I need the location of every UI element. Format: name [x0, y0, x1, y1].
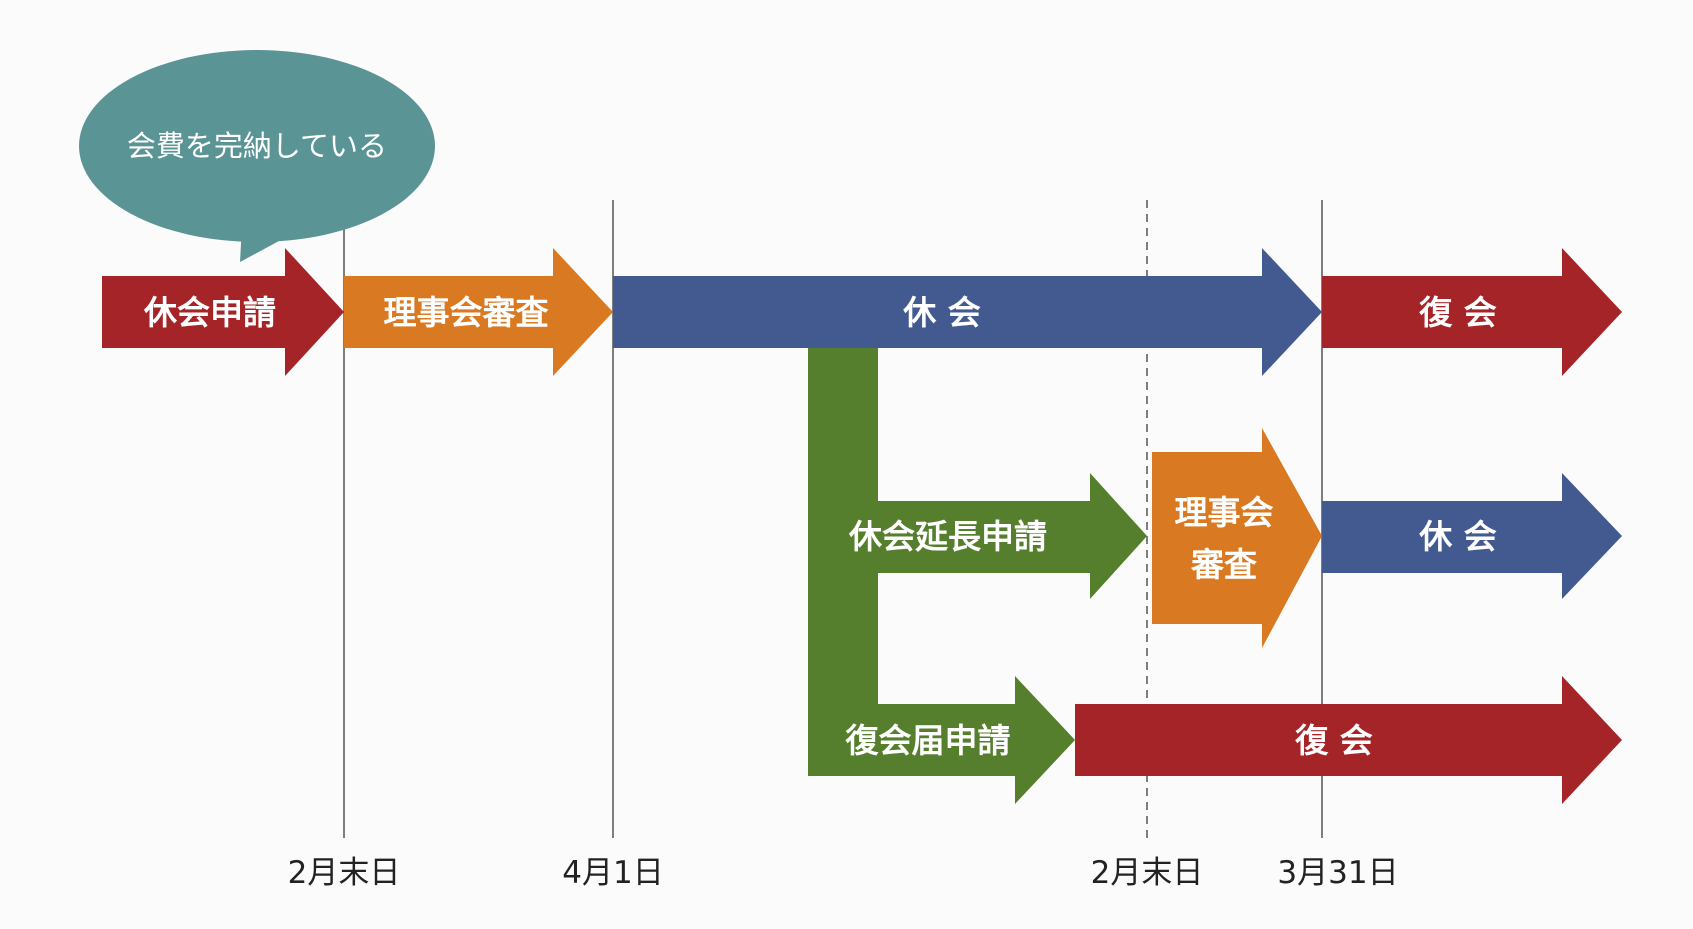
arrow-extend-request: 休会延長申請 [808, 473, 1147, 599]
arrow-return-2-label: 復 会 [1294, 721, 1373, 760]
payment-bubble-text: 会費を完納している [127, 129, 387, 163]
date-label-mar-31: 3月31日 [1277, 855, 1398, 891]
arrow-on-leave-2: 休 会 [1322, 473, 1622, 599]
arrow-return-1: 復 会 [1322, 248, 1622, 376]
arrow-board-review-1: 理事会審査 [344, 248, 613, 376]
arrow-return-2: 復 会 [1075, 676, 1622, 804]
date-label-feb-end: 2月末日 [288, 855, 401, 891]
date-label-apr-1: 4月1日 [562, 855, 663, 891]
arrow-board-review-2: 理事会 審査 [1152, 428, 1322, 648]
arrow-extend-request-label: 休会延長申請 [848, 517, 1047, 556]
arrow-board-review-2-label-line1: 理事会 [1175, 493, 1274, 532]
date-label-feb-end-2: 2月末日 [1091, 855, 1204, 891]
arrow-apply-leave: 休会申請 [102, 248, 344, 376]
arrow-return-1-label: 復 会 [1418, 293, 1497, 332]
arrow-on-leave: 休 会 [613, 248, 1322, 376]
arrow-return-notice-label: 復会届申請 [845, 721, 1011, 760]
arrow-on-leave-label: 休 会 [902, 293, 981, 332]
arrow-return-notice: 復会届申請 [808, 676, 1075, 804]
payment-bubble: 会費を完納している [79, 50, 435, 262]
arrow-apply-leave-label: 休会申請 [143, 293, 276, 332]
arrow-board-review-2-label-line2: 審査 [1190, 545, 1257, 584]
arrow-board-review-1-label: 理事会審査 [384, 293, 549, 332]
arrow-on-leave-2-label: 休 会 [1418, 517, 1497, 556]
